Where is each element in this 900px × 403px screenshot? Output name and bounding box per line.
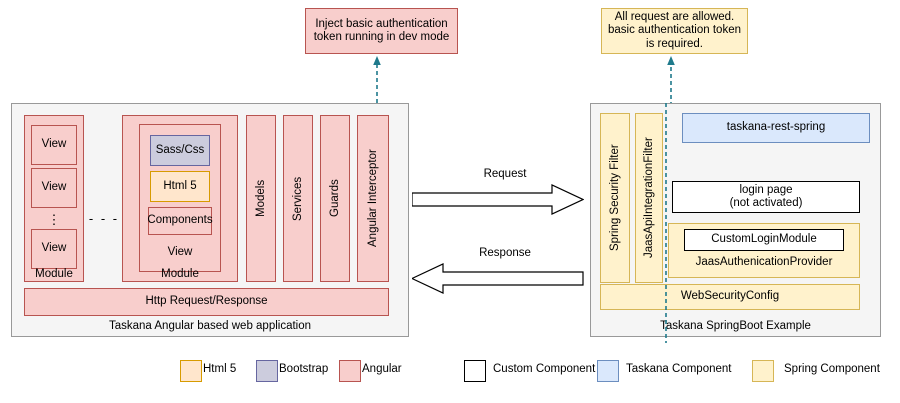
- module-b-view-label: View: [167, 246, 193, 259]
- module-b-item-html5: Html 5: [150, 171, 210, 202]
- column-angular-interceptor: Angular Interceptor: [357, 115, 389, 282]
- left-panel-caption: Taskana Angular based web application: [108, 320, 312, 333]
- connector-angular-dashed: [373, 56, 381, 110]
- filter-jaas-api-integration: JaasApiIntegrationFilter: [635, 113, 663, 283]
- response-arrow: [412, 263, 584, 294]
- box-web-security-config: WebSecurityConfig: [600, 284, 860, 310]
- legend-label-taskana-component: Taskana Component: [626, 363, 732, 376]
- module-a-view-1: View: [31, 125, 77, 165]
- filter-spring-security: Spring Security Filter: [600, 113, 630, 283]
- module-a-view-3: View: [31, 229, 77, 269]
- module-a-vertical-ellipsis: ⋮: [47, 211, 61, 227]
- label-jaas-authentication-provider: JaasAuthenicationProvider: [695, 256, 833, 269]
- legend-swatch-custom-component: [464, 360, 486, 382]
- legend-swatch-angular: [339, 360, 361, 382]
- http-request-response-bar: Http Request/Response: [24, 288, 389, 316]
- legend-label-spring-component: Spring Component: [784, 363, 880, 376]
- module-a-label: Module: [35, 268, 73, 281]
- legend-swatch-bootstrap: [256, 360, 278, 382]
- legend-label-custom-component: Custom Component: [493, 363, 596, 376]
- request-arrow: [412, 184, 584, 215]
- box-taskana-rest-spring: taskana-rest-spring: [682, 113, 870, 143]
- box-login-page: login page (not activated): [672, 181, 860, 213]
- legend-label-html5: Html 5: [203, 363, 237, 376]
- legend-swatch-taskana-component: [597, 360, 619, 382]
- legend-swatch-spring-component: [752, 360, 774, 382]
- legend-label-angular: Angular: [362, 363, 402, 376]
- module-b-label: Module: [161, 268, 199, 281]
- response-arrow-label: Response: [479, 247, 531, 260]
- module-b-item-sass-css: Sass/Css: [150, 135, 210, 166]
- module-separator: - - -: [88, 210, 120, 226]
- request-arrow-label: Request: [483, 168, 527, 181]
- legend-label-bootstrap: Bootstrap: [279, 363, 329, 376]
- module-a-view-2: View: [31, 168, 77, 208]
- right-panel-caption: Taskana SpringBoot Example: [660, 320, 811, 333]
- column-models: Models: [246, 115, 276, 282]
- legend-swatch-html5: [180, 360, 202, 382]
- column-services: Services: [283, 115, 313, 282]
- module-b-item-components: Components: [147, 207, 213, 235]
- callout-angular-interceptor: Inject basic authentication token runnin…: [305, 8, 458, 54]
- box-custom-login-module: CustomLoginModule: [684, 229, 844, 251]
- connector-spring-vertical-dashed: [665, 103, 667, 343]
- column-guards: Guards: [320, 115, 350, 282]
- callout-spring-security: All request are allowed. basic authentic…: [601, 8, 748, 54]
